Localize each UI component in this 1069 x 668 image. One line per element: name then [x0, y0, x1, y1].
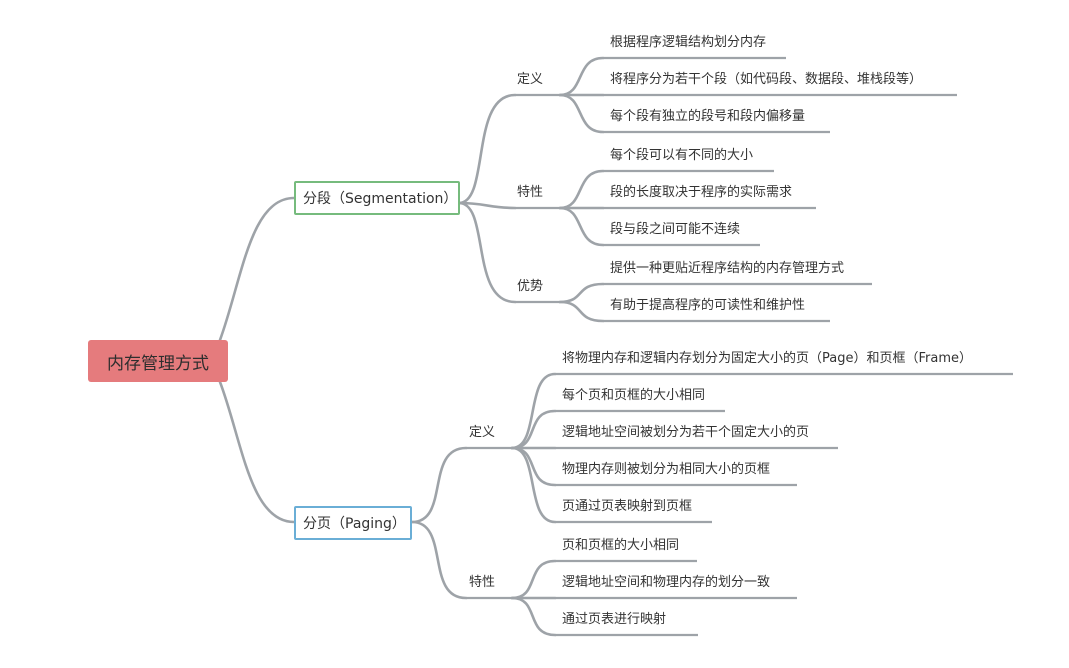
page-def-leaf-1[interactable]: 将物理内存和逻辑内存划分为固定大小的页（Page）和页框（Frame） [562, 351, 972, 366]
connector-page-feat-1 [510, 559, 557, 600]
page-def-leaf-4[interactable]: 物理内存则被划分为相同大小的页框 [562, 462, 771, 477]
branch-paging[interactable]: 分页（Paging） [294, 506, 412, 540]
seg-group-advantages[interactable]: 优势 [517, 279, 544, 294]
page-feat-leaf-1[interactable]: 页和页框的大小相同 [562, 538, 680, 553]
branch-segmentation[interactable]: 分段（Segmentation） [294, 181, 460, 215]
connector-seg-adv [457, 201, 517, 304]
seg-feat-leaf-1[interactable]: 每个段可以有不同的大小 [610, 148, 754, 163]
seg-group-features[interactable]: 特性 [517, 185, 544, 200]
connector-root-segmentation [218, 196, 296, 342]
connector-page-def-5 [510, 446, 557, 524]
page-def-leaf-3[interactable]: 逻辑地址空间被划分为若干个固定大小的页 [562, 425, 810, 440]
page-group-definition[interactable]: 定义 [469, 425, 496, 440]
seg-def-leaf-2[interactable]: 将程序分为若干个段（如代码段、数据段、堆栈段等） [610, 72, 923, 87]
connector-seg-feat-1 [558, 169, 605, 210]
page-feat-leaf-3[interactable]: 通过页表进行映射 [562, 612, 667, 627]
seg-def-leaf-3[interactable]: 每个段有独立的段号和段内偏移量 [610, 109, 806, 124]
page-def-leaf-2[interactable]: 每个页和页框的大小相同 [562, 388, 706, 403]
connector-page-feat-3 [510, 596, 557, 637]
seg-feat-leaf-3[interactable]: 段与段之间可能不连续 [610, 222, 741, 237]
seg-feat-leaf-2[interactable]: 段的长度取决于程序的实际需求 [610, 185, 793, 200]
connector-page-def-1 [510, 372, 557, 450]
seg-adv-leaf-1[interactable]: 提供一种更贴近程序结构的内存管理方式 [610, 261, 845, 276]
branch-paging-label: 分页（Paging） [303, 516, 406, 532]
root-label: 内存管理方式 [107, 353, 209, 374]
connector-page-def-2 [510, 409, 557, 450]
connector-page-feat [410, 520, 468, 600]
seg-group-definition[interactable]: 定义 [517, 72, 544, 87]
connector-root-paging [218, 380, 296, 524]
connector-page-def [410, 446, 468, 524]
connector-seg-feat-3 [558, 206, 605, 247]
page-def-leaf-5[interactable]: 页通过页表映射到页框 [562, 499, 693, 514]
connector-seg-adv-1 [558, 282, 605, 304]
root-node[interactable]: 内存管理方式 [88, 340, 228, 382]
seg-def-leaf-1[interactable]: 根据程序逻辑结构划分内存 [610, 35, 767, 50]
connector-seg-def-3 [558, 93, 605, 134]
branch-segmentation-label: 分段（Segmentation） [303, 191, 458, 207]
connector-page-def-4 [510, 446, 557, 487]
connector-seg-adv-2 [558, 300, 605, 323]
page-feat-leaf-2[interactable]: 逻辑地址空间和物理内存的划分一致 [562, 575, 771, 590]
seg-adv-leaf-2[interactable]: 有助于提高程序的可读性和维护性 [610, 298, 806, 313]
page-group-features[interactable]: 特性 [469, 575, 496, 590]
connector-seg-def [457, 93, 517, 205]
connector-seg-def-1 [558, 56, 605, 97]
